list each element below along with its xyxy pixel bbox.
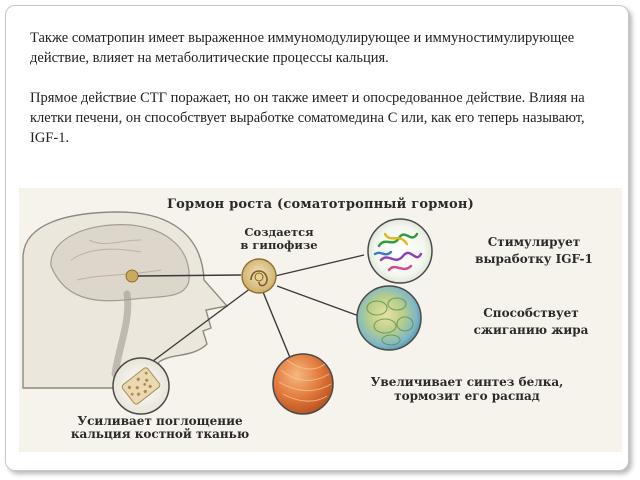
brain-shape — [50, 224, 190, 302]
paragraph-indirect-action: Прямое действие СТГ поражает, но он такж… — [30, 90, 585, 146]
diagram-title: Гормон роста (соматотропный гормон) — [166, 197, 474, 212]
paragraph-immunomodulation: Также соматропин имеет выраженное иммуно… — [30, 30, 575, 66]
label-calcium-absorption: Усиливает поглощение кальция костной тка… — [70, 414, 250, 441]
diagram-illustration — [22, 211, 433, 415]
muscle-icon — [272, 353, 334, 415]
growth-hormone-diagram: Гормон роста (соматотропный гормон) Созд… — [19, 188, 622, 452]
label-fat-burning: Способствует сжиганию жира — [473, 306, 589, 337]
text-block: Также соматропин имеет выраженное иммуно… — [30, 28, 605, 168]
label-igf: Стимулирует выработку IGF-1 — [475, 235, 593, 266]
igf-molecule-icon — [367, 218, 433, 284]
label-protein-synthesis: Увеличивает синтез белка, тормозит его р… — [370, 375, 564, 403]
connector-lines — [137, 254, 365, 365]
label-pituitary: Создается в гипофизе — [240, 225, 318, 252]
pituitary-spot — [125, 269, 139, 283]
fat-cells-icon — [356, 285, 422, 351]
